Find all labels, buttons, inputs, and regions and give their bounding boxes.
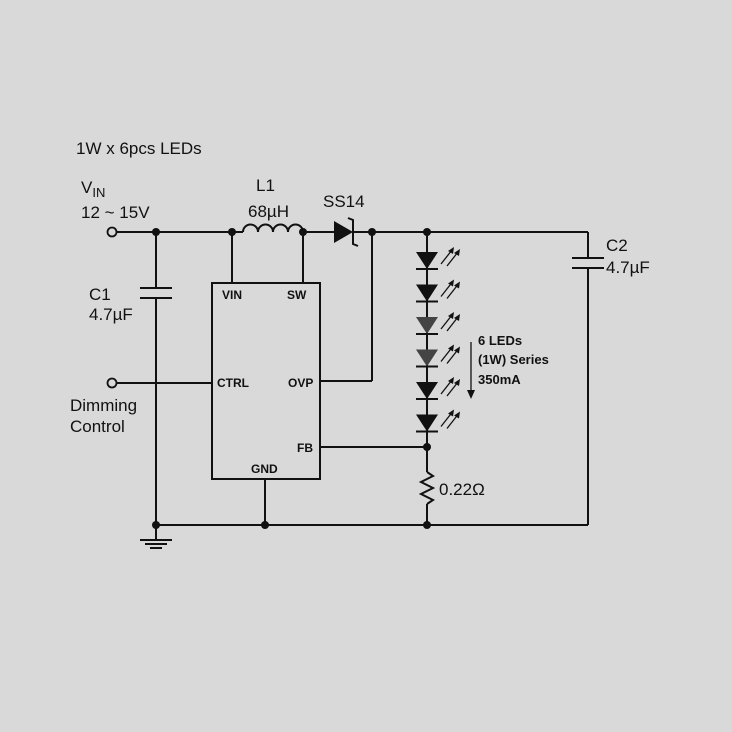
sense-resistor: 0.22Ω — [418, 447, 485, 525]
dimming-label-line1: Dimming — [70, 396, 137, 415]
junction-dots — [152, 228, 431, 529]
resistor-value: 0.22Ω — [439, 480, 485, 499]
c1-value: 4.7µF — [89, 305, 133, 324]
vin-label: VIN — [81, 178, 105, 200]
leds-note-line2: (1W) Series — [478, 352, 549, 367]
schottky-diode-ss14: SS14 — [323, 192, 365, 247]
l1-name: L1 — [256, 176, 275, 195]
dimming-terminal — [106, 377, 118, 389]
c2-name: C2 — [606, 236, 628, 255]
leds-note-line1: 6 LEDs — [478, 333, 522, 348]
diagram-title: 1W x 6pcs LEDs — [76, 139, 202, 158]
c2-value: 4.7µF — [606, 258, 650, 277]
inductor-l1: L1 68µH — [242, 176, 304, 233]
led-5 — [416, 377, 460, 400]
ground-icon — [140, 539, 172, 549]
pin-ovp: OVP — [288, 376, 313, 390]
led-6 — [416, 409, 460, 433]
led-1 — [416, 247, 460, 270]
driver-ic: VIN SW CTRL OVP FB GND — [211, 282, 321, 480]
l1-value: 68µH — [248, 202, 289, 221]
vin-terminal — [106, 226, 118, 238]
led-string — [416, 232, 460, 447]
led-4 — [416, 344, 460, 368]
c1-name: C1 — [89, 285, 111, 304]
pin-fb: FB — [297, 441, 313, 455]
current-arrow-icon — [467, 342, 475, 399]
pin-gnd: GND — [251, 462, 278, 476]
dimming-label-line2: Control — [70, 417, 125, 436]
dimming-input: Dimming Control — [70, 377, 212, 436]
leds-note-line3: 350mA — [478, 372, 521, 387]
pin-ctrl: CTRL — [217, 376, 249, 390]
led-2 — [416, 279, 460, 303]
input-rail — [106, 226, 243, 283]
pin-vin: VIN — [222, 288, 242, 302]
capacitor-c1: C1 4.7µF — [89, 232, 172, 540]
pin-sw: SW — [287, 288, 307, 302]
capacitor-c2: C2 4.7µF — [572, 232, 650, 525]
vin-range: 12 ~ 15V — [81, 203, 150, 222]
diode-name: SS14 — [323, 192, 365, 211]
led-3 — [416, 312, 460, 335]
